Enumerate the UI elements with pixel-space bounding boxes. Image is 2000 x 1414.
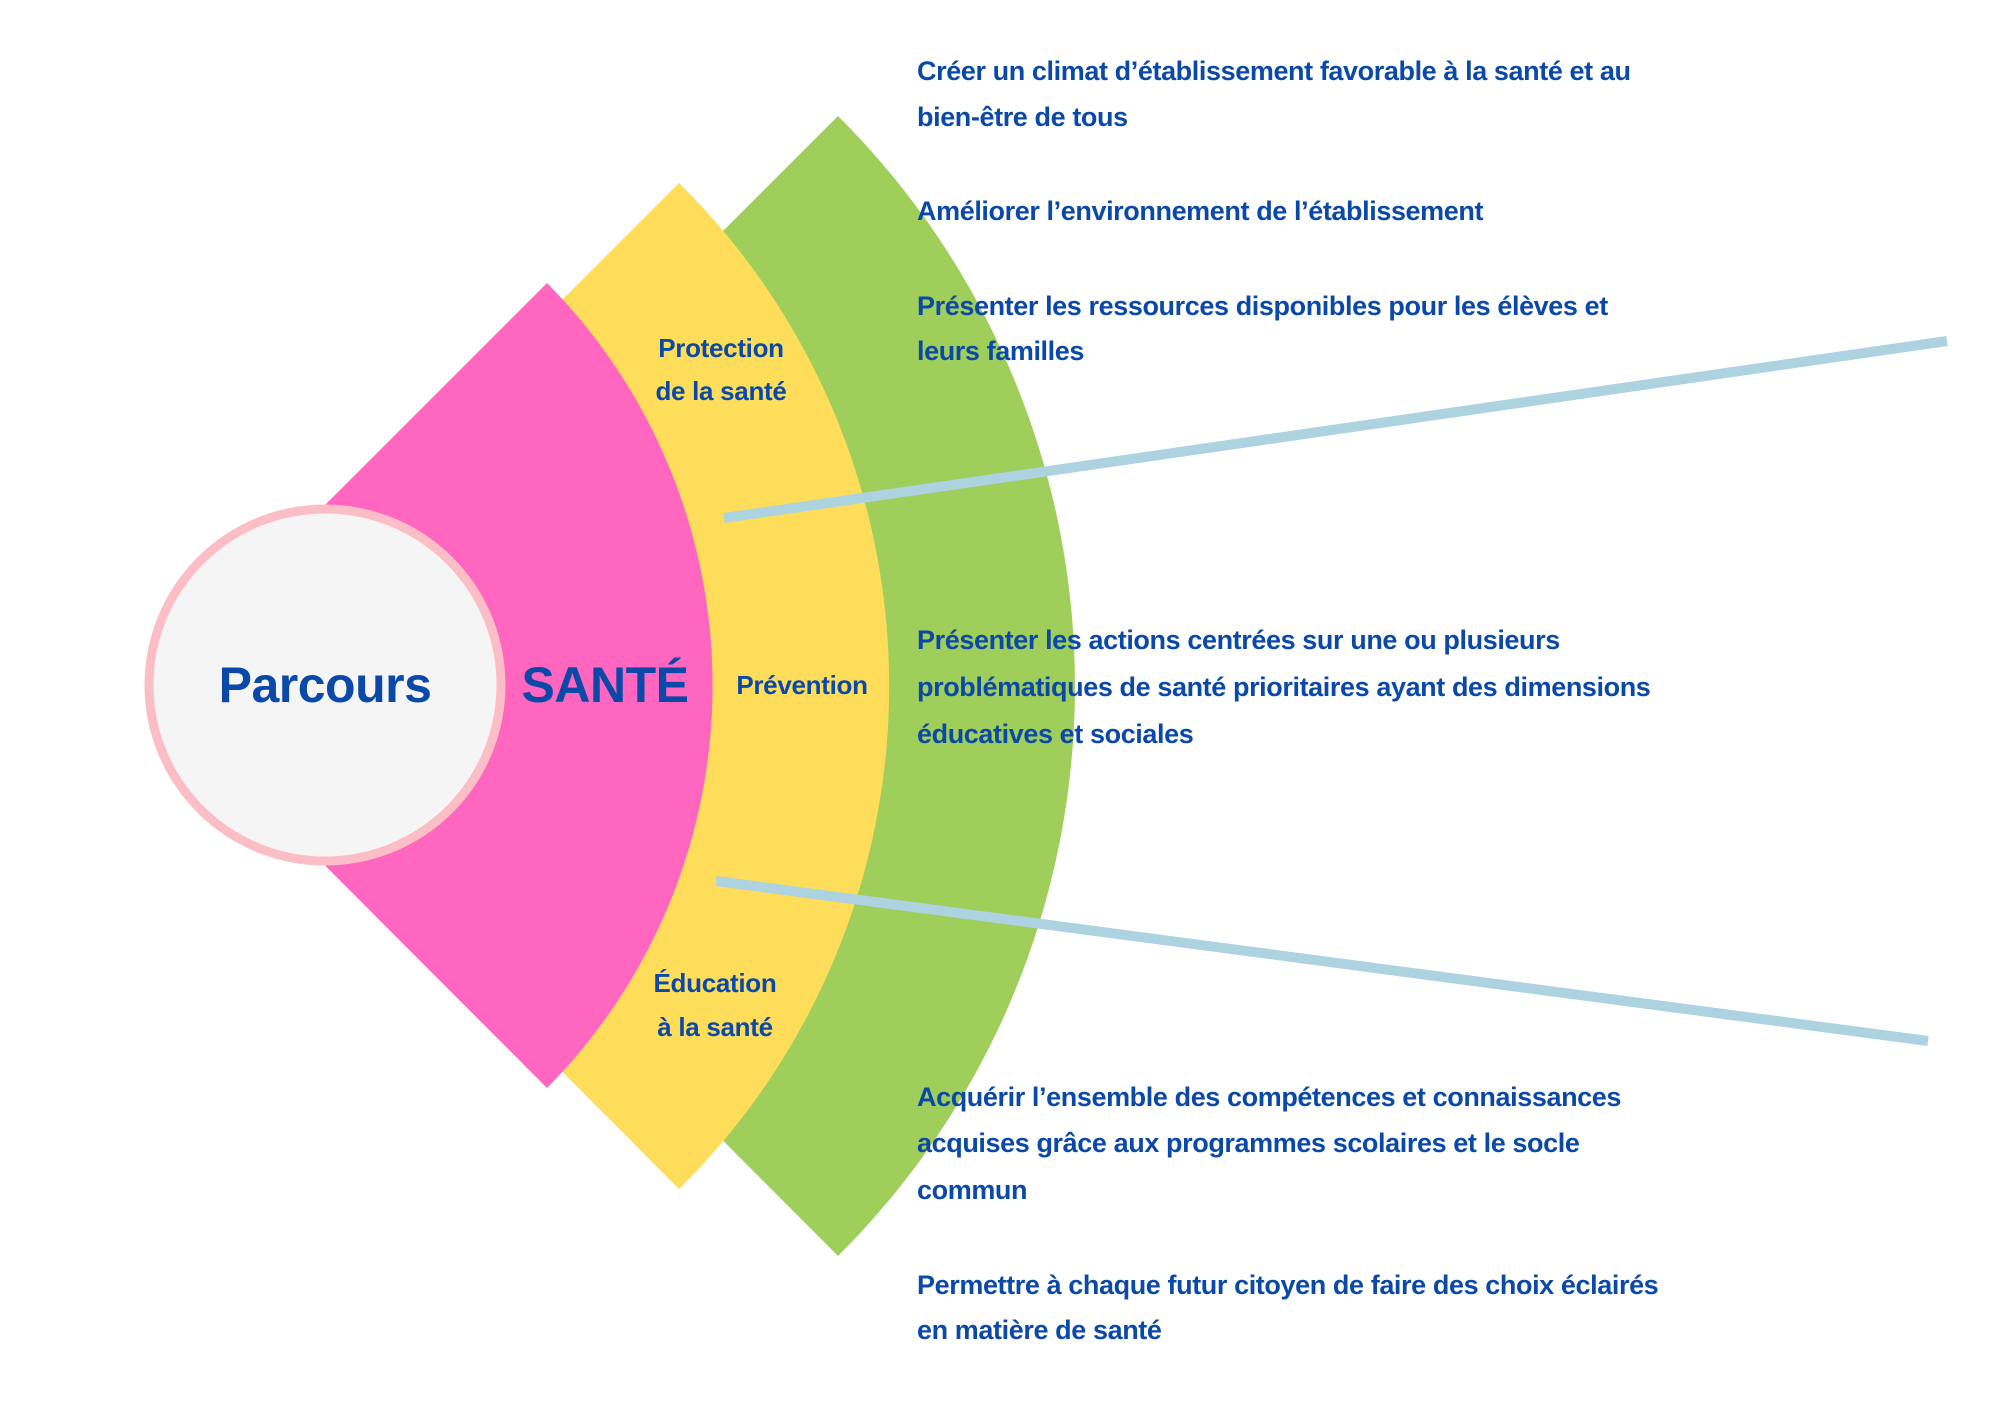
axis-education-line1: Éducation — [654, 968, 777, 998]
connector-line-upper — [723, 336, 1948, 523]
center-word-sante: SANTÉ — [522, 657, 689, 713]
objective-line: Présenter les ressources disponibles pou… — [917, 291, 1608, 321]
objective-1: Créer un climat d’établissement favorabl… — [917, 56, 1631, 132]
center-word-parcours: Parcours — [219, 657, 432, 713]
axis-education-line2: à la santé — [657, 1012, 773, 1042]
objective-line: Présenter les actions centrées sur une o… — [917, 625, 1560, 655]
objective-line: acquises grâce aux programmes scolaires … — [917, 1128, 1580, 1158]
objective-3: Présenter les ressources disponibles pou… — [917, 291, 1609, 366]
objective-line: Créer un climat d’établissement favorabl… — [917, 56, 1631, 86]
center-circle — [144, 504, 506, 866]
objective-line: en matière de santé — [917, 1315, 1162, 1345]
objective-line: leurs familles — [917, 336, 1084, 366]
objective-6: Permettre à chaque futur citoyen de fair… — [917, 1270, 1659, 1345]
objective-line: éducatives et sociales — [917, 719, 1193, 749]
objective-line: commun — [917, 1175, 1027, 1205]
objective-line: Acquérir l’ensemble des compétences et c… — [917, 1082, 1621, 1112]
axis-protection-line1: Protection — [658, 333, 784, 363]
objective-4: Présenter les actions centrées sur une o… — [917, 625, 1651, 749]
objective-2: Améliorer l’environnement de l’établisse… — [917, 196, 1484, 226]
objective-5: Acquérir l’ensemble des compétences et c… — [917, 1082, 1621, 1205]
axis-protection-line2: de la santé — [655, 376, 786, 406]
objective-line: problématiques de santé prioritaires aya… — [917, 672, 1650, 702]
connector-line-lower — [715, 876, 1929, 1046]
axis-prevention: Prévention — [736, 670, 867, 700]
objective-line: Améliorer l’environnement de l’établisse… — [917, 196, 1483, 226]
objective-line: bien-être de tous — [917, 102, 1128, 132]
objective-line: Permettre à chaque futur citoyen de fair… — [917, 1270, 1658, 1300]
